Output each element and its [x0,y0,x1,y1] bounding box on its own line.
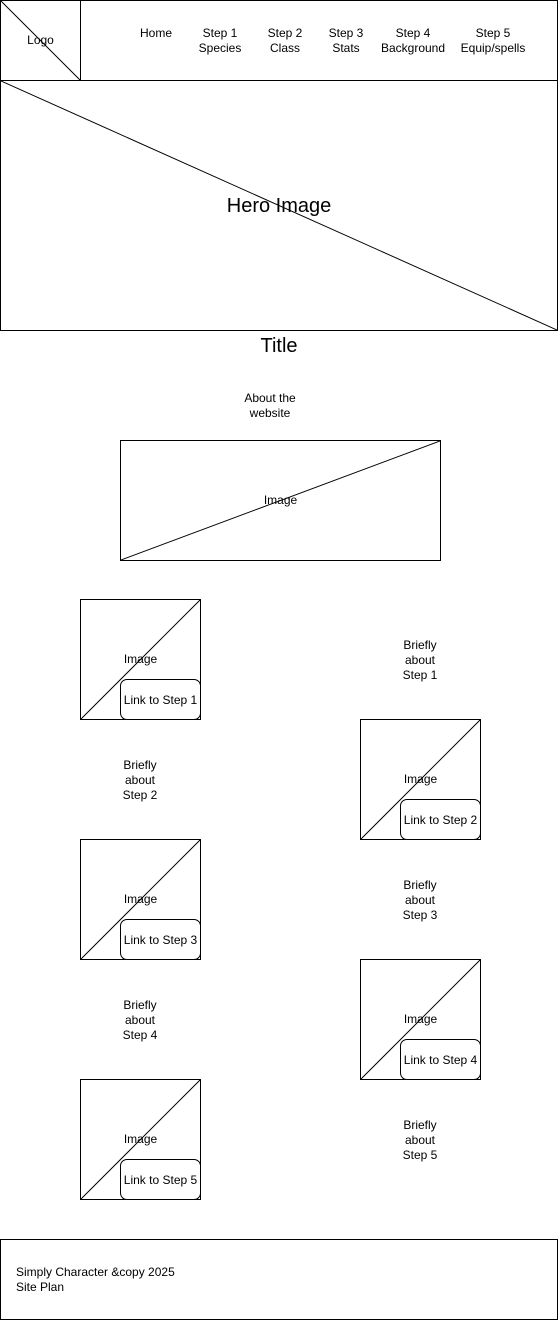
footer-copyright: Simply Character &copy 2025 [16,1265,175,1279]
step-5-card: Image Link to Step 5 [80,1079,201,1200]
step-4-image-cross [361,960,480,1079]
step-1-card: Image Link to Step 1 [80,599,201,720]
nav-step-1-species[interactable]: Step 1 Species [198,26,242,55]
nav-step-5-equip-spells[interactable]: Step 5 Equip/spells [460,26,526,55]
step-1-brief: Briefly about Step 1 [402,638,438,682]
link-to-step-3-button[interactable]: Link to Step 3 [120,919,200,959]
hero-image-placeholder: Hero Image [0,80,558,331]
main-image-placeholder: Image [120,440,441,561]
step-1-image-cross [81,600,200,719]
link-to-step-5-button[interactable]: Link to Step 5 [120,1159,200,1199]
footer: Simply Character &copy 2025 Site Plan [0,1239,558,1320]
hero-image-label: Hero Image [226,195,332,217]
step-3-brief: Briefly about Step 3 [402,878,438,922]
nav-home[interactable]: Home [139,26,172,40]
step-5-image-label: Image [123,1132,158,1146]
link-to-step-2-button[interactable]: Link to Step 2 [400,799,480,839]
footer-site-plan-link[interactable]: Site Plan [16,1280,65,1294]
logo-label: Logo [27,33,54,47]
step-2-card: Image Link to Step 2 [360,719,481,840]
step-2-image-cross [361,720,480,839]
main-image-label: Image [263,493,298,507]
step-4-image-label: Image [403,1012,438,1026]
step-4-brief: Briefly about Step 4 [122,998,158,1042]
step-2-image-label: Image [403,772,438,786]
nav-step-3-stats[interactable]: Step 3 Stats [328,26,364,55]
step-3-card: Image Link to Step 3 [80,839,201,960]
page-title: Title [260,335,298,357]
step-5-image-cross [81,1080,200,1199]
logo-placeholder-cross [1,1,80,80]
nav-step-2-class[interactable]: Step 2 Class [267,26,303,55]
step-2-brief: Briefly about Step 2 [122,758,158,802]
main-image-cross [121,441,440,560]
about-website-text: About the website [244,391,296,420]
link-to-step-4-button[interactable]: Link to Step 4 [400,1039,480,1079]
step-1-image-label: Image [123,652,158,666]
step-4-card: Image Link to Step 4 [360,959,481,1080]
nav-step-4-background[interactable]: Step 4 Background [380,26,446,55]
logo-placeholder[interactable]: Logo [0,0,81,81]
step-5-brief: Briefly about Step 5 [402,1118,438,1162]
step-3-image-label: Image [123,892,158,906]
step-3-image-cross [81,840,200,959]
link-to-step-1-button[interactable]: Link to Step 1 [120,679,200,719]
header-nav-bar: Home Step 1 Species Step 2 Class Step 3 … [80,0,558,81]
hero-image-cross [1,81,557,330]
